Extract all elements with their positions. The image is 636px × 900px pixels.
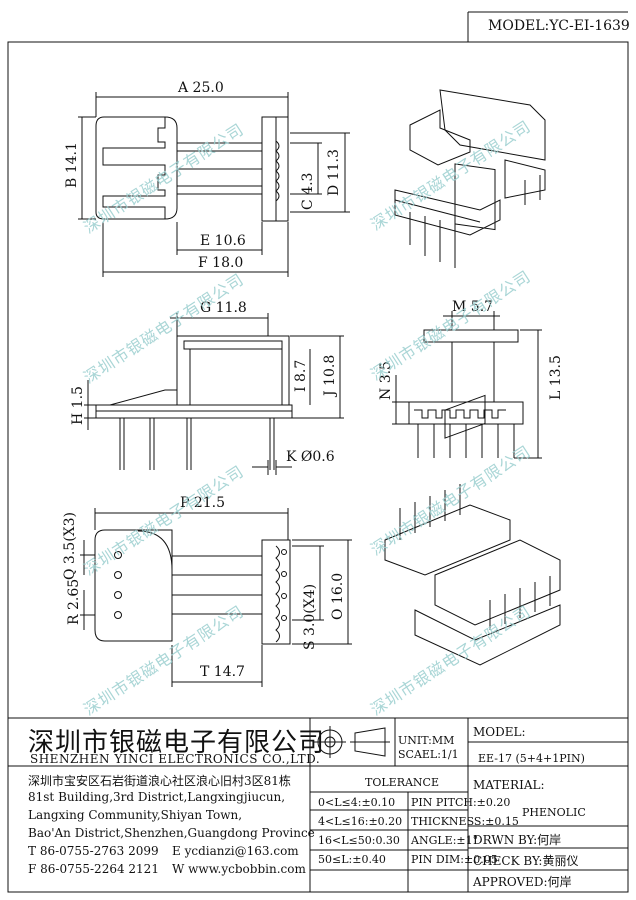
pin-spec: ANGLE:±1° [411,834,479,847]
address-line: 81st Building,3rd District,Langxingjiucu… [28,790,286,804]
dim-o: O 16.0 [330,572,346,620]
iso-view-bottom [384,394,561,666]
pin-spec: THICKNESS:±0.15 [411,815,519,828]
tolerance-row: 0<L≤4:±0.10 [318,796,396,809]
address-line: Bao'An District,Shenzhen,Guangdong Provi… [28,826,315,840]
dim-t: T 14.7 [200,664,245,680]
address-line: 深圳市宝安区石岩街道浪心社区浪心旧村3区81栋 [28,774,291,788]
dim-q: Q 3.5(X3) [62,512,78,580]
bottom-view [80,508,352,687]
iso-view-top [394,89,546,268]
address-line: Langxing Community,Shiyan Town, [28,808,243,822]
company-name-en: SHENZHEN YINCI ELECTRONICS CO.,LTD. [30,752,321,766]
website-link[interactable]: W www.ycbobbin.com [172,862,306,876]
dim-r: R 2.65 [66,578,82,625]
drawn-by: DRWN BY:何岸 [473,833,562,847]
dim-a: A 25.0 [178,80,224,96]
tolerance-row: 4<L≤16:±0.20 [318,815,403,828]
dim-s: S 3.0(X4) [302,583,318,650]
dim-f: F 18.0 [198,255,244,271]
top-view [78,92,350,277]
dim-p: P 21.5 [180,495,226,511]
pin-spec: PIN DIM:±0.05 [411,853,498,866]
dim-b: B 14.1 [64,142,80,188]
material-value: PHENOLIC [522,806,586,819]
dim-m: M 5.7 [452,299,494,315]
model-value: EE-17 (5+4+1PIN) [478,752,585,765]
fax: F 86-0755-2264 2121 [28,862,159,876]
tolerance-title: TOLERANCE [365,776,439,789]
sheet-border [7,41,629,893]
telephone: T 86-0755-2763 2099 [28,844,159,858]
dim-j: J 10.8 [322,354,338,396]
dim-e: E 10.6 [200,233,246,249]
dim-k: K Ø0.6 [286,449,335,465]
front-view [84,313,344,475]
pin-spec: PIN PITCH:±0.20 [411,796,511,809]
tolerance-row: 50≤L:±0.40 [318,853,386,866]
company-name-cn: 深圳市银磁电子有限公司 [28,728,326,758]
dim-d: D 11.3 [326,149,342,196]
scale-label: SCAEL:1/1 [398,748,459,761]
tolerance-row: 16<L≤50:0.30 [318,834,400,847]
dim-i: I 8.7 [293,359,309,392]
side-view [392,311,542,459]
unit-label: UNIT:MM [398,734,455,747]
dim-c: C 4.3 [300,172,316,210]
material-label: MATERIAL: [473,778,545,792]
dim-h: H 1.5 [70,386,86,425]
title-block-lines [8,717,628,892]
approved-by: APPROVED:何岸 [473,875,572,889]
dim-g: G 11.8 [200,300,247,316]
checked-by: CHECK BY:黄丽仪 [473,854,579,868]
email-link[interactable]: E ycdianzi@163.com [172,844,299,858]
drawing-model-label: MODEL:YC-EI-1639 [488,18,630,34]
dim-l: L 13.5 [548,355,564,400]
model-label: MODEL: [473,725,526,739]
